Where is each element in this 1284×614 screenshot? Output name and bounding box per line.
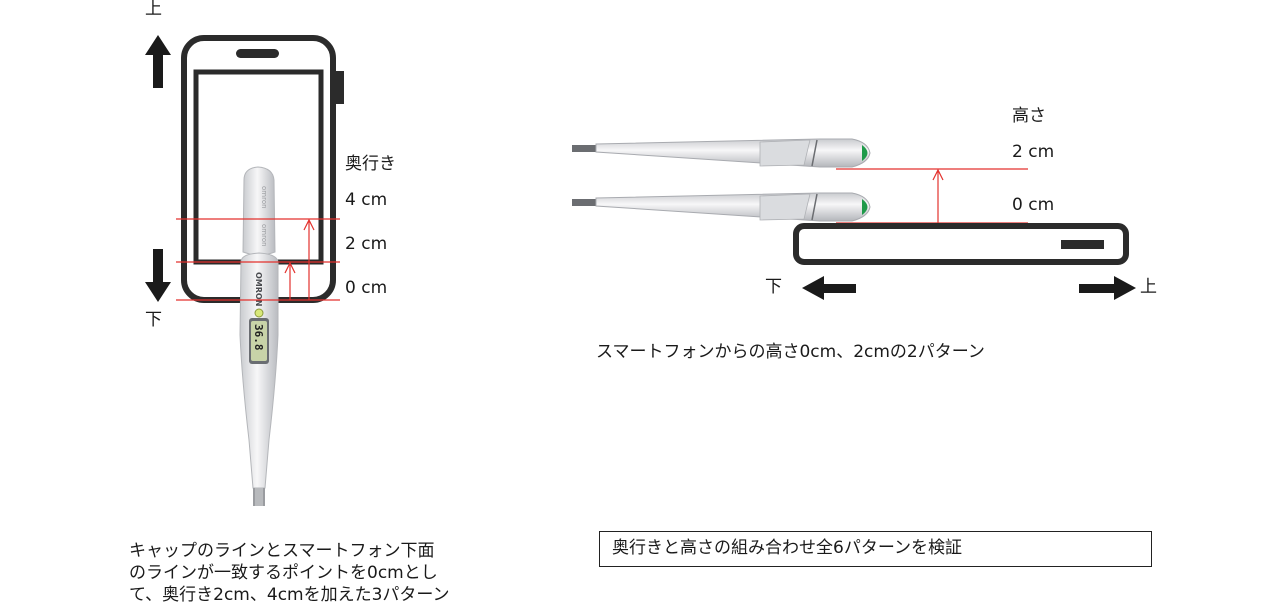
left-caption-line-3: て、奥行き2cm、4cmを加えた3パターン <box>129 585 450 605</box>
down-label-left: 下 <box>145 310 162 330</box>
thermometer-vertical: OMRON 36.8 <box>239 252 279 506</box>
right-arrow-icon <box>1079 276 1136 300</box>
depth-measure-lines <box>176 218 340 301</box>
svg-text:omron: omron <box>260 224 268 247</box>
down-arrow-icon <box>145 249 171 302</box>
summary-text: 奥行きと高さの組み合わせ全6パターンを検証 <box>612 538 962 558</box>
up-label-left: 上 <box>145 0 162 19</box>
depth-title: 奥行き <box>345 154 396 174</box>
down-label-right: 下 <box>765 277 782 297</box>
thermometer-cap: omron omron <box>242 166 276 256</box>
depth-value-2cm: 2 cm <box>345 234 388 254</box>
left-caption: キャップのラインとスマートフォン下面 のラインが一致するポイントを0cmとし て… <box>129 540 549 606</box>
thermometer-horizontal-bottom <box>572 192 871 222</box>
svg-text:omron: omron <box>260 186 268 209</box>
left-caption-line-1: キャップのラインとスマートフォン下面 <box>129 541 435 561</box>
right-caption: スマートフォンからの高さ0cm、2cmの2パターン <box>596 342 985 362</box>
left-arrow-icon <box>802 276 856 300</box>
thermometer-brand-label: OMRON <box>254 272 263 306</box>
height-value-2cm: 2 cm <box>1012 142 1055 162</box>
summary-box: 奥行きと高さの組み合わせ全6パターンを検証 <box>599 531 1152 567</box>
depth-value-4cm: 4 cm <box>345 190 388 210</box>
thermometer-horizontal-top <box>572 138 871 168</box>
up-arrow-icon <box>145 35 171 88</box>
height-title: 高さ <box>1012 106 1046 126</box>
smartphone-side-view <box>793 223 1129 265</box>
left-caption-line-2: のラインが一致するポイントを0cmとし <box>129 563 438 583</box>
thermometer-display-reading: 36.8 <box>252 324 265 351</box>
depth-value-0cm: 0 cm <box>345 278 388 298</box>
up-label-right: 上 <box>1140 277 1157 297</box>
height-value-0cm: 0 cm <box>1012 195 1055 215</box>
